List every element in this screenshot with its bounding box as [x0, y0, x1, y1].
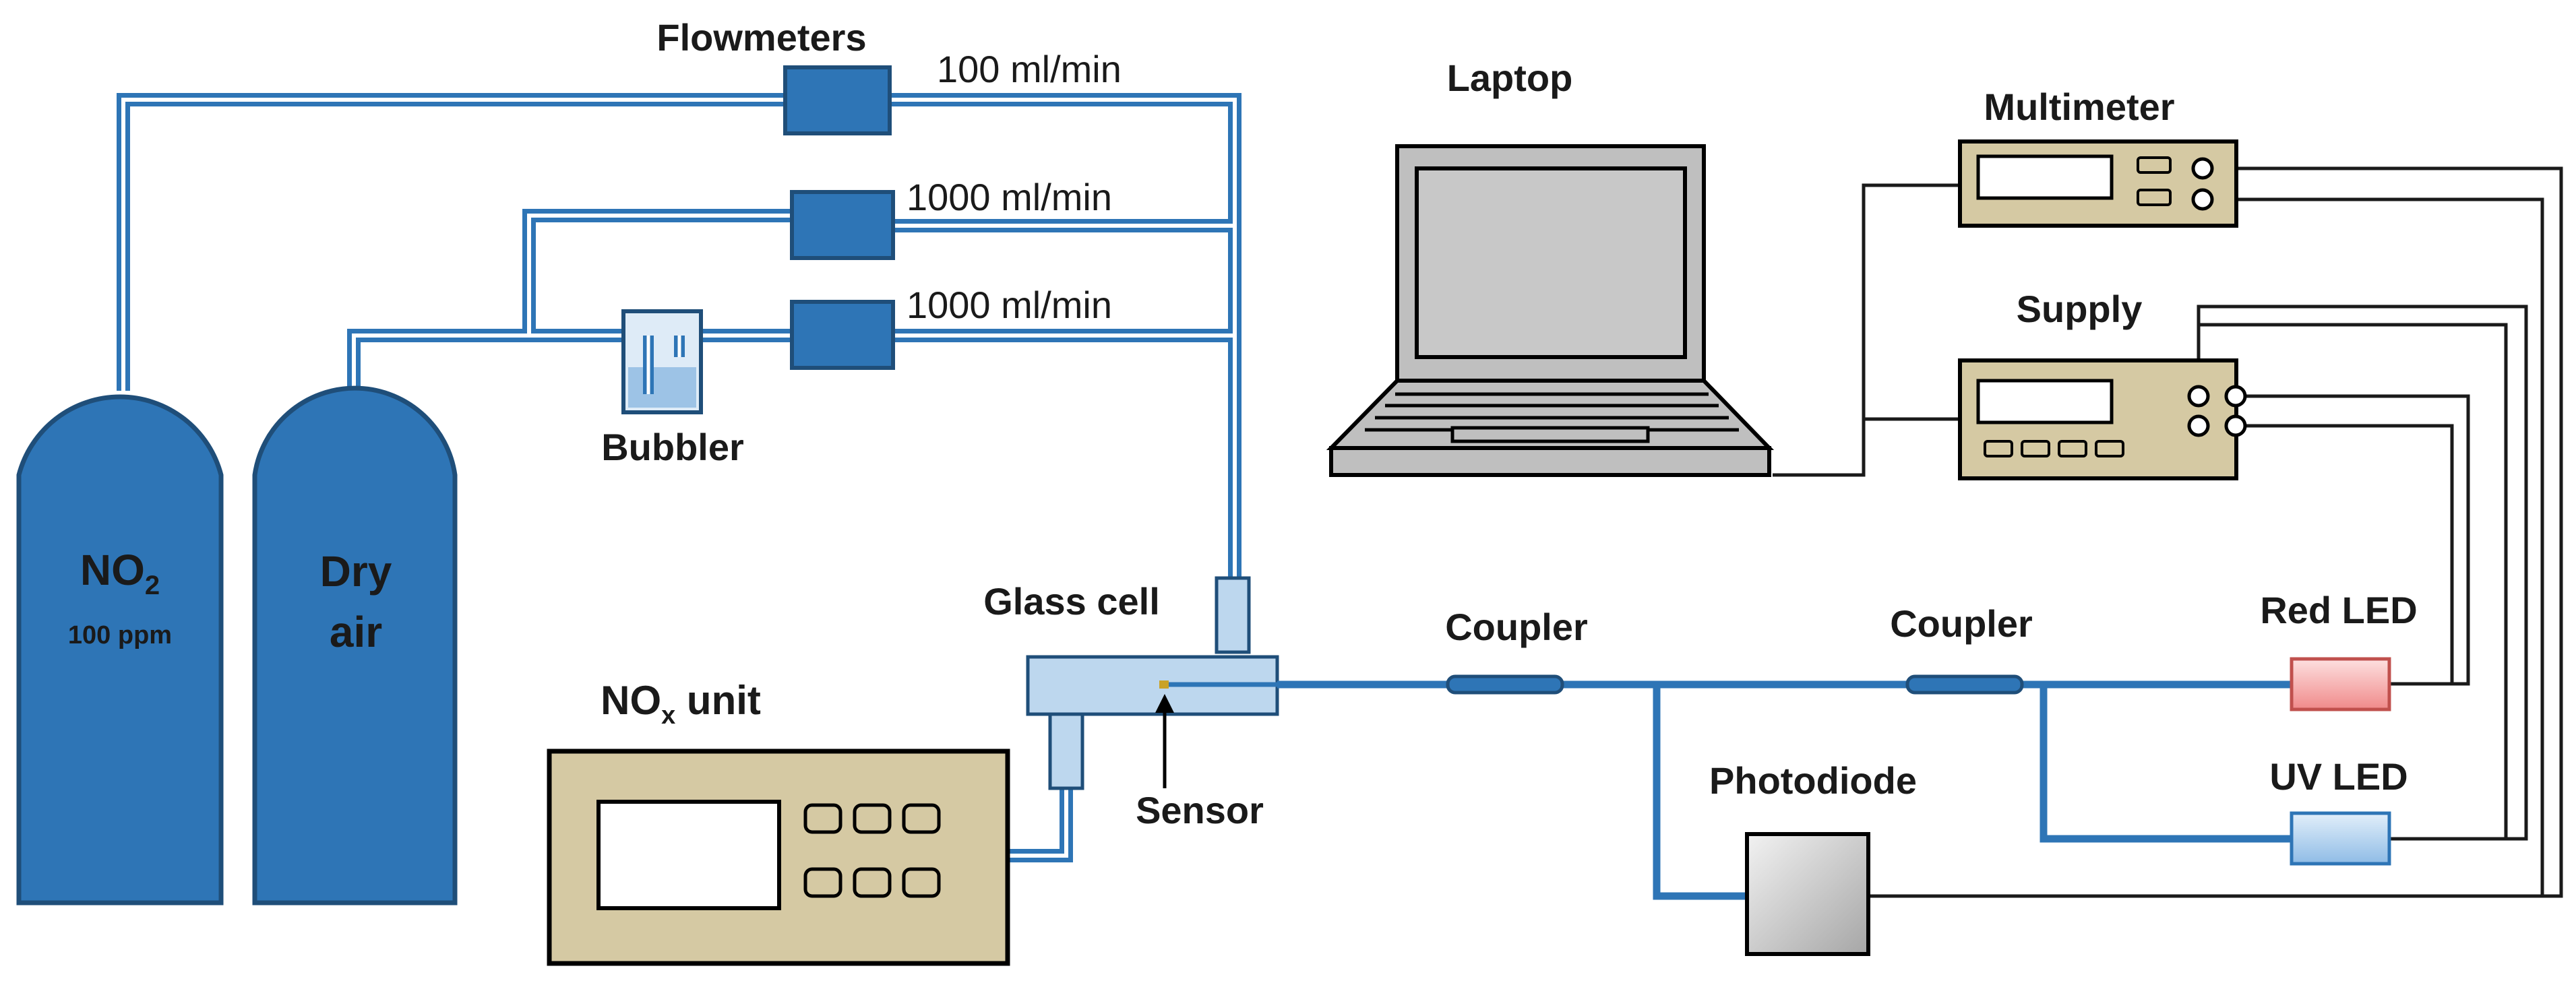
nox-label: NO	[601, 678, 661, 723]
dry-air-cylinder: Dry air	[252, 385, 458, 905]
electrical-wires	[1773, 166, 2563, 898]
flowmeter-3	[790, 300, 895, 370]
glass-cell-label: Glass cell	[983, 580, 1160, 623]
nox-unit: NOx unit	[547, 678, 1010, 966]
no2-concentration: 100 ppm	[68, 621, 172, 649]
laptop-label: Laptop	[1447, 57, 1573, 99]
dry-air-pipe	[347, 209, 795, 391]
supply-terminal-3	[2224, 385, 2247, 408]
bubbler: Bubbler	[601, 309, 744, 468]
uv-led-label: UV LED	[2269, 755, 2408, 798]
supply-terminal-4	[2224, 414, 2247, 437]
flowmeters-label: Flowmeters	[656, 16, 866, 59]
nox-subscript: x	[661, 701, 675, 730]
multimeter-display	[1976, 154, 2114, 200]
supply-terminal-2	[2187, 414, 2210, 437]
glass-cell: Glass cell Sensor	[983, 576, 1279, 831]
photodiode-label: Photodiode	[1709, 759, 1917, 802]
nox-buttons	[803, 803, 941, 898]
red-led: Red LED	[2260, 589, 2418, 711]
flowmeters: Flowmeters 100 ml/min 1000 ml/min 1000 m…	[656, 16, 1122, 370]
power-supply: Supply	[1958, 288, 2247, 480]
dry-air-label-line1: Dry	[320, 547, 392, 596]
multimeter-terminal-1	[2191, 157, 2214, 180]
couplers: Coupler Coupler	[1445, 602, 2033, 695]
coupler-2	[1905, 674, 2024, 695]
flow-rate-1: 100 ml/min	[937, 48, 1122, 90]
laptop-screen	[1415, 166, 1687, 359]
multimeter-label: Multimeter	[1984, 86, 2174, 128]
coupler-1-label: Coupler	[1445, 606, 1588, 648]
gas-pipes	[117, 93, 1241, 862]
laptop: Laptop	[1326, 57, 1775, 477]
nox-display	[596, 800, 781, 910]
bubbler-label: Bubbler	[601, 426, 744, 468]
supply-display	[1976, 379, 2114, 424]
supply-label: Supply	[2017, 288, 2143, 330]
no2-pipe	[117, 93, 795, 391]
flow-rate-3: 1000 ml/min	[907, 284, 1112, 326]
sensor-element	[1159, 680, 1169, 689]
dry-air-label-line2: air	[330, 608, 382, 656]
red-led-label: Red LED	[2260, 589, 2417, 631]
laptop-touchpad	[1450, 426, 1650, 443]
flow-rate-2: 1000 ml/min	[907, 176, 1112, 218]
uv-led: UV LED	[2269, 755, 2408, 866]
no2-cylinder: NO2 100 ppm	[16, 394, 224, 905]
svg-text:NO2: NO2	[80, 546, 160, 600]
no2-label: NO	[80, 546, 145, 594]
flowmeter-2	[790, 190, 895, 260]
multimeter: Multimeter	[1958, 86, 2238, 228]
sensor-label: Sensor	[1136, 789, 1264, 831]
coupler-1	[1446, 674, 1564, 695]
svg-text:NOx unit: NOx unit	[601, 678, 761, 730]
nox-label-rest: unit	[675, 678, 761, 723]
outlet-pipes	[890, 93, 1241, 585]
photodiode: Photodiode	[1709, 759, 1917, 956]
coupler-2-label: Coupler	[1890, 602, 2033, 645]
exhaust-pipe	[1010, 782, 1073, 862]
no2-subscript: 2	[145, 571, 160, 600]
multimeter-terminal-2	[2191, 188, 2214, 211]
supply-terminal-1	[2187, 385, 2210, 408]
flowmeter-1	[783, 65, 892, 135]
